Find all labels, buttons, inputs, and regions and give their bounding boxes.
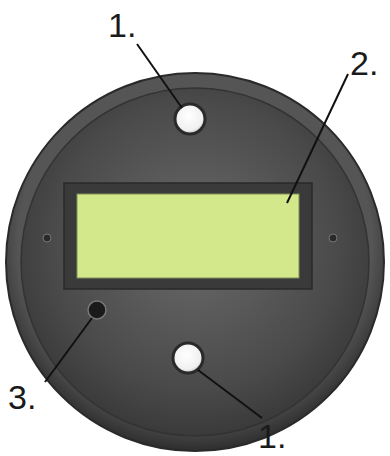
callout-number: 2. bbox=[350, 46, 378, 80]
leader-line bbox=[287, 74, 348, 203]
display-bezel bbox=[64, 183, 312, 289]
callout-number: 1. bbox=[108, 8, 136, 42]
small-hole bbox=[88, 301, 106, 319]
mounting-hole bbox=[173, 343, 203, 373]
leader-line bbox=[137, 44, 182, 108]
leader-line bbox=[45, 318, 92, 382]
callout-number: 1. bbox=[258, 419, 286, 453]
leader-line bbox=[198, 370, 262, 418]
screw-dot bbox=[329, 234, 337, 242]
callout-number: 3. bbox=[8, 380, 36, 414]
screw-dot bbox=[43, 234, 51, 242]
housing-rim bbox=[6, 73, 384, 451]
mounting-hole bbox=[175, 104, 205, 134]
lcd-display bbox=[77, 194, 299, 278]
